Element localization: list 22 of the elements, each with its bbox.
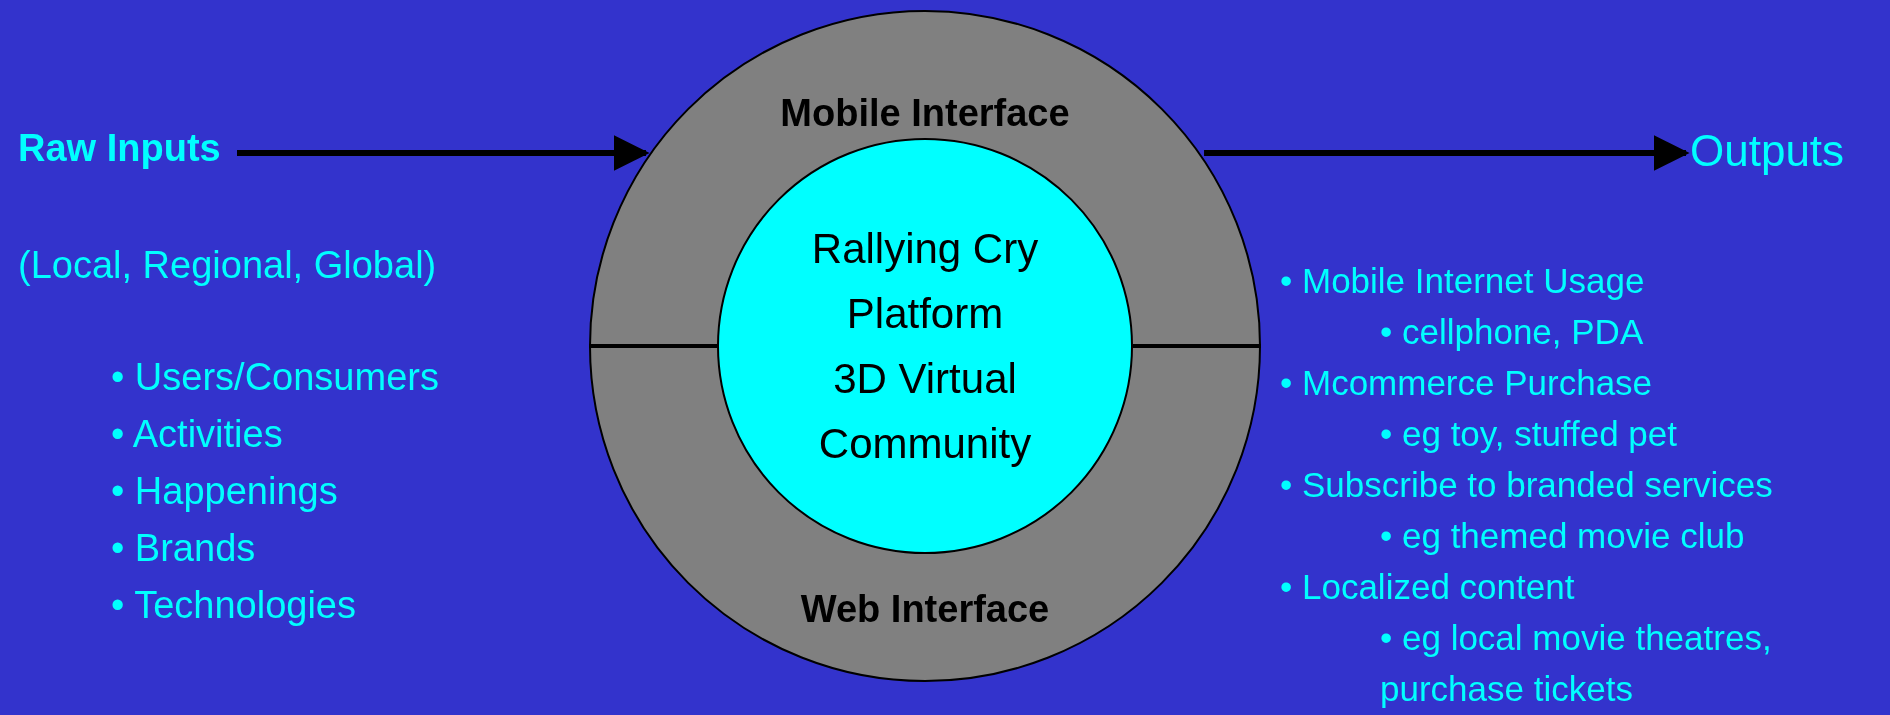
outputs-heading: Outputs: [1690, 124, 1860, 178]
list-item: • Happenings: [111, 469, 339, 514]
list-item: • eg themed movie club: [1380, 515, 1746, 557]
list-item: • Mobile Internet Usage: [1280, 260, 1646, 302]
list-item: • Users/Consumers: [111, 355, 440, 400]
scope-note: (Local, Regional, Global): [18, 243, 438, 288]
list-item: • Activities: [111, 412, 284, 457]
platform-text: 3D Virtual Community: [817, 354, 1033, 469]
platform-text: Rallying Cry Platform: [810, 224, 1040, 339]
list-item: • Mcommerce Purchase: [1280, 362, 1654, 404]
list-item: • Brands: [111, 526, 257, 571]
ring-label: Web Interface: [799, 587, 1051, 632]
list-item: • cellphone, PDA: [1380, 311, 1645, 353]
ring-label: Mobile Interface: [779, 91, 1071, 136]
list-item: • eg toy, stuffed pet: [1380, 413, 1678, 455]
list-item: • eg local movie theatres, purchase tickets: [1380, 617, 1773, 710]
list-item: • Localized content: [1280, 566, 1576, 608]
arrow: [237, 135, 650, 171]
list-item: • Technologies: [111, 583, 357, 628]
arrow: [1204, 135, 1690, 171]
list-item: • Subscribe to branded services: [1280, 464, 1774, 506]
inputs-heading: Raw Inputs: [18, 125, 233, 171]
